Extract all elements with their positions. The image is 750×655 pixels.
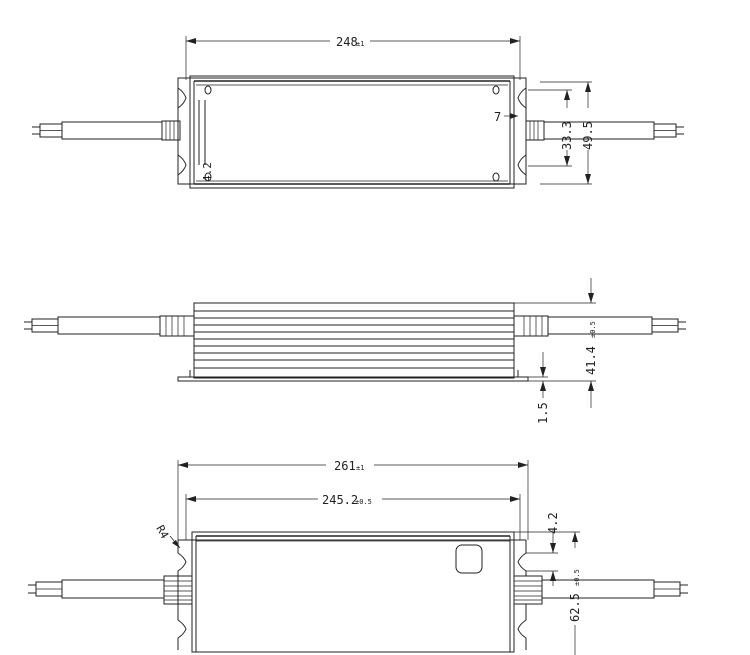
dim-hole-label: 7 [494,110,501,124]
dim-height-41-4: 41.4 ±0.5 [514,278,598,408]
bottom-right-cable [513,575,688,605]
dim-pitch-33-3: 33.3 [528,89,574,167]
side-view: 41.4 ±0.5 1.5 [24,278,686,424]
side-right-cable [513,315,686,337]
dim-body-tolerance: ±0.5 [355,498,372,506]
dim-overall-261: 261 ±1 [177,459,529,540]
dim-length-tolerance: ±1 [356,40,364,48]
dim-overall-tolerance: ±1 [356,464,364,472]
dim-flange-1-5: 1.5 [528,352,550,424]
side-housing [177,302,529,382]
top-view: 248 ±1 7 4.2 33.3 [32,35,684,189]
dim-height-tolerance: ±0.5 [589,321,597,338]
side-left-cable [24,315,195,337]
dim-slot-4-2: 4.2 [526,512,560,586]
dim-flange-label: 1.5 [536,402,550,424]
dim-body-245-2: 245.2 ±0.5 [185,493,521,540]
bottom-view: 261 ±1 245.2 ±0.5 R4 4.2 [28,459,688,655]
dim-length-248: 248 ±1 [185,35,521,80]
top-housing [177,75,527,189]
dim-slot-label: 4.2 [546,512,560,534]
dim-width-label: 49.5 [581,121,595,150]
dim-offset-4-2: 4.2 [201,162,214,182]
bottom-housing [177,531,527,653]
dim-width-62-5: 62.5 ±0.5 [514,531,582,655]
dim-width-label: 62.5 [568,593,582,622]
dim-radius-label: R4 [153,523,171,541]
dim-length-label: 248 [336,35,358,49]
dim-pitch-label: 33.3 [560,121,574,150]
dim-body-label: 245.2 [322,493,358,507]
dim-hole-7: 7 [494,110,518,124]
top-right-cable [525,120,684,141]
dim-height-label: 41.4 [584,346,598,375]
dim-width-49-5: 49.5 [540,81,595,185]
dim-radius-r4: R4 [153,523,181,549]
dim-overall-label: 261 [334,459,356,473]
top-left-cable [32,120,181,141]
dim-width-tolerance: ±0.5 [573,569,581,586]
bottom-left-cable [28,575,193,605]
dim-offset-label: 4.2 [201,162,214,182]
